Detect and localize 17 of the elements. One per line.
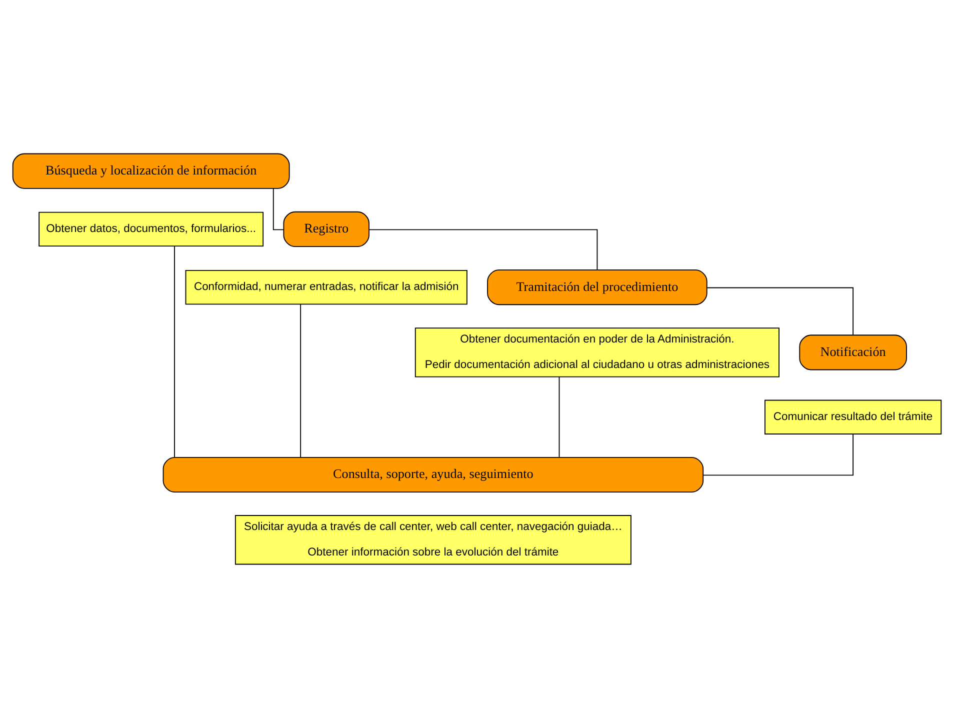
connector (558, 376, 560, 458)
connector (706, 286, 854, 335)
node-box: Obtener datos, documentos, formularios... (38, 211, 264, 246)
node-box: Tramitación del procedimiento (487, 269, 708, 305)
node-box: Solicitar ayuda a través de call center, web call center, navegación guiada… Obtener información sobre la evolución del trámite (234, 514, 632, 564)
node-box: Búsqueda y localización de información (12, 152, 290, 188)
node-box: Registro (283, 210, 370, 246)
node-box: Consulta, soporte, ayuda, seguimiento (162, 456, 704, 492)
connector (174, 245, 175, 458)
node-box: Conformidad, numerar entradas, notificar la admisión (185, 269, 468, 304)
connector (272, 188, 284, 230)
node-box: Comunicar resultado del trámite (764, 399, 942, 434)
node-box: Obtener documentación en poder de la Administración. Pedir documentación adicional al ciudadano u otras administraciones (414, 327, 780, 377)
connector (300, 303, 302, 458)
connector (702, 433, 854, 476)
node-box: Notificación (799, 334, 907, 370)
connector (368, 228, 598, 270)
